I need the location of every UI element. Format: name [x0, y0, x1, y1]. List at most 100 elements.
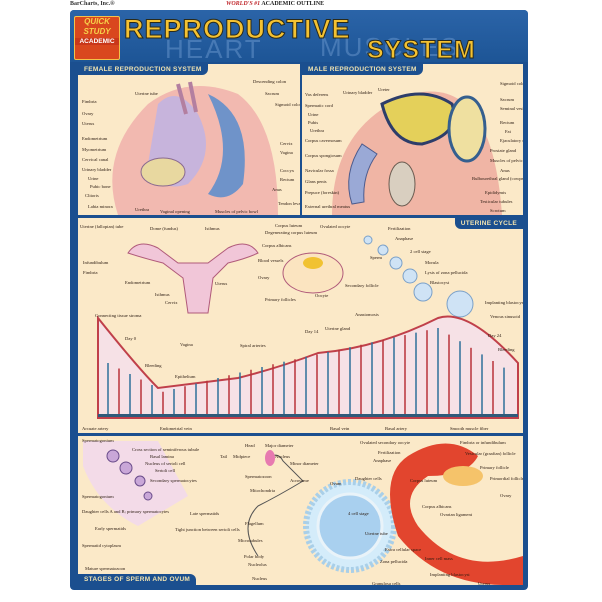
- title-banner: HEART MUSCLES QUICK STUDY ACADEMIC REPRO…: [70, 10, 528, 62]
- female-anatomy-label: Vaginal opening: [160, 209, 190, 214]
- uterine-anatomy-label: Oocyte: [315, 293, 329, 298]
- uterine-anatomy-label: Sperm: [370, 255, 382, 260]
- female-anatomy-label: Myometrium: [82, 147, 107, 152]
- background-word: HEART: [165, 34, 263, 62]
- stages-anatomy-label: Ovary: [500, 493, 512, 498]
- stages-anatomy-label: Uterine tube: [365, 531, 388, 536]
- male-anatomy-label: Corpus cavernosum: [305, 138, 342, 143]
- uterine-anatomy-label: Degenerating corpus luteum: [265, 230, 318, 235]
- uterine-anatomy-label: Uterine (fallopian) tube: [80, 224, 124, 229]
- male-anatomy-label: Seminal vesicle: [500, 106, 523, 111]
- male-anatomy-label: Bulbourethral gland (cowper's): [472, 176, 523, 181]
- title-line-2: SYSTEM: [367, 36, 476, 63]
- uterine-anatomy-label: Day 0: [125, 336, 137, 341]
- male-anatomy-label: External urethral meatus: [305, 204, 351, 209]
- female-anatomy-label: Anus: [272, 187, 282, 192]
- male-anatomy-label: Rectum: [500, 120, 515, 125]
- tagline-highlight: WORLD'S #1: [226, 1, 261, 7]
- stages-anatomy-label: Head: [245, 443, 255, 448]
- section-title-female: FEMALE REPRODUCTION SYSTEM: [78, 64, 208, 75]
- female-anatomy-label: Rectum: [280, 177, 295, 182]
- section-title-uterine-cycle: UTERINE CYCLE: [454, 218, 523, 229]
- female-anatomy-label: Descending colon: [253, 79, 287, 84]
- stages-anatomy-label: Extra cellular space: [385, 547, 422, 552]
- uterine-anatomy-label: Basal artery: [385, 426, 408, 431]
- uterine-anatomy-label: Uterine gland: [325, 326, 351, 331]
- stages-anatomy-label: Major diameter: [265, 443, 294, 448]
- male-anatomy-label: Prostate gland: [490, 148, 517, 153]
- female-anatomy-label: Fimbria: [82, 99, 97, 104]
- section-title-male: MALE REPRODUCTION SYSTEM: [302, 64, 423, 75]
- male-anatomy-label: Vas deferens: [305, 92, 329, 97]
- uterine-anatomy-label: Venous sinusoid: [490, 314, 520, 319]
- stages-anatomy-label: 4 cell stage: [348, 511, 369, 516]
- stages-anatomy-label: Ovarian ligament: [440, 512, 473, 517]
- stages-anatomy-label: Tail: [220, 454, 228, 459]
- uterine-anatomy-label: Endometrial vein: [160, 426, 192, 431]
- female-anatomy-label: Sigmoid colon: [275, 102, 300, 107]
- stages-anatomy-label: Microtubules: [238, 538, 263, 543]
- female-anatomy-label: Cervix: [280, 141, 293, 146]
- uterine-anatomy-label: Ovary: [258, 275, 270, 280]
- female-anatomy-label: Clitoris: [85, 193, 99, 198]
- uterine-anatomy-label: Isthmus: [155, 292, 170, 297]
- logo-line: ACADEMIC: [75, 38, 119, 45]
- uterine-anatomy-label: Arcuate artery: [82, 426, 109, 431]
- stages-anatomy-label: Nucleus: [275, 454, 291, 459]
- stages-anatomy-label: Spermatogonium: [82, 438, 114, 443]
- male-anatomy-label: Testicular tubules: [480, 199, 513, 204]
- uterine-anatomy-label: Anaphase: [395, 236, 414, 241]
- stages-anatomy-label: Tight junction between sertoli cells: [175, 527, 240, 532]
- stages-anatomy-label: Cross section of seminiferous tubule: [132, 447, 200, 452]
- stages-anatomy-label: Spermatozoon: [245, 474, 272, 479]
- background-word: MUSCLES: [320, 32, 460, 62]
- uterine-anatomy-label: Corpus albicans: [262, 243, 292, 248]
- uterine-anatomy-label: Secondary follicle: [345, 283, 379, 288]
- stages-anatomy-label: Daughter cells: [355, 476, 382, 481]
- stages-anatomy-label: Mitochondria: [250, 488, 276, 493]
- uterine-anatomy-label: Anastomosis: [355, 312, 379, 317]
- female-anatomy-label: Urinary bladder: [82, 167, 112, 172]
- stages-anatomy-label: Late spermatids: [190, 511, 220, 516]
- male-anatomy-label: Scrotum: [490, 208, 506, 213]
- female-anatomy-label: Urethra: [135, 207, 150, 212]
- stages-anatomy-label: Primordial follicles: [490, 476, 523, 481]
- stages-anatomy-label: Uterus: [478, 581, 491, 585]
- logo-line: STUDY: [83, 27, 111, 36]
- uterine-anatomy-label: Smooth muscle fiber: [450, 426, 489, 431]
- stages-anatomy-label: Corpus albicans: [422, 504, 452, 509]
- uterine-anatomy-label: Blastocyst: [430, 280, 450, 285]
- male-anatomy-label: Urinary bladder: [343, 90, 373, 95]
- female-anatomy-label: Muscles of pelvic bowl: [215, 209, 258, 214]
- female-anatomy-label: Vagina: [280, 150, 293, 155]
- stages-anatomy-label: Nucleus: [252, 576, 268, 581]
- stages-anatomy-label: Fertilization: [378, 450, 401, 455]
- publisher-name: BarCharts, Inc.®: [70, 1, 115, 7]
- uterine-anatomy-label: Blood vessels: [258, 258, 284, 263]
- female-anatomy-illustration: [112, 81, 279, 215]
- uterine-anatomy-label: Uterus: [215, 281, 228, 286]
- uterine-anatomy-label: Infundibulum: [83, 260, 109, 265]
- female-anatomy-label: Ovary: [82, 111, 94, 116]
- stages-anatomy-label: Secondary spermatocytes: [150, 478, 197, 483]
- uterine-anatomy-label: Lysis of zona pellucida: [425, 270, 468, 275]
- logo-line: QUICK: [84, 17, 110, 26]
- stages-anatomy-label: Corpus luteum: [410, 478, 438, 483]
- uterine-anatomy-label: Epithelium: [175, 374, 196, 379]
- poster: HEART MUSCLES QUICK STUDY ACADEMIC REPRO…: [70, 10, 528, 590]
- stages-anatomy-label: Ovulated secondary oocyte: [360, 440, 411, 445]
- male-anatomy-label: Navicular fossa: [305, 168, 334, 173]
- uterine-anatomy-label: Bleeding: [498, 347, 515, 352]
- female-anatomy-label: Urine: [88, 176, 99, 181]
- stages-anatomy-label: Anaphase: [373, 458, 392, 463]
- stages-anatomy-label: Nucleolus: [248, 562, 267, 567]
- stages-anatomy-label: Vesicular (graafian) follicle: [465, 451, 516, 456]
- stages-anatomy-label: Minor diameter: [290, 461, 319, 466]
- stages-anatomy-label: Nucleus of sertoli cell: [145, 461, 186, 466]
- female-anatomy-label: Cervical canal: [82, 157, 109, 162]
- stages-anatomy-label: Sertoli cell: [155, 468, 176, 473]
- uterine-anatomy-label: Spiral arteries: [240, 343, 266, 348]
- male-anatomy-label: Ejaculatory duct: [500, 138, 523, 143]
- stages-anatomy-label: Primary follicle: [480, 465, 509, 470]
